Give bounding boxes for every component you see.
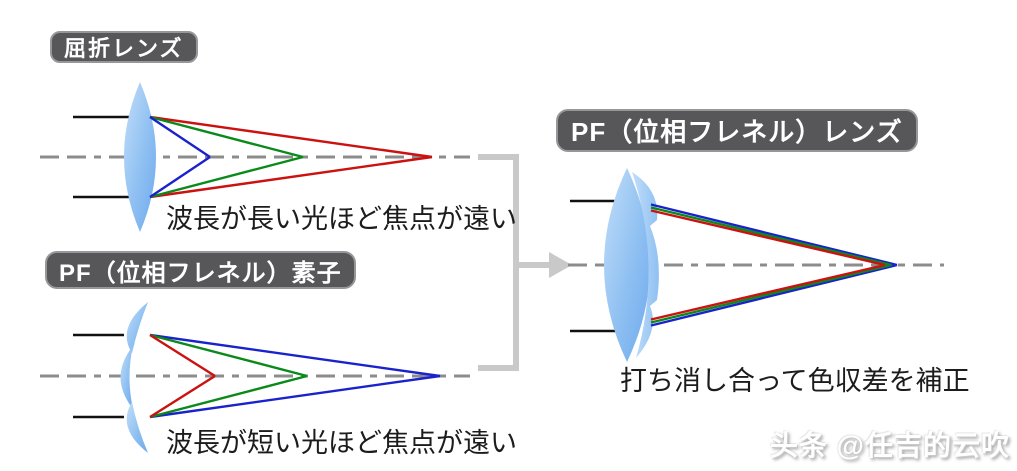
red-focus-rays (149, 115, 433, 199)
blue-corrected-rays (650, 203, 898, 327)
red-corrected-rays (650, 209, 886, 321)
green-focus-rays (149, 115, 304, 199)
biconvex-lens-shape (124, 82, 156, 232)
blue-focus-rays (149, 116, 211, 198)
fresnel-layer-shape (632, 172, 659, 358)
blue-focus-rays (149, 333, 441, 419)
badge-pf-element: PF（位相フレネル）素子 (45, 251, 356, 289)
pf-lens-diagram (568, 168, 944, 362)
refractive-lens-diagram (40, 82, 470, 232)
green-focus-rays (149, 333, 308, 419)
watermark: 头条 @任吉的云吹 (769, 430, 1010, 461)
badge-refractive-lens: 屈折レンズ (50, 31, 198, 63)
green-corrected-rays (650, 206, 892, 324)
caption-pf-element: 波長が短い光ほど焦点が遠い (166, 428, 517, 458)
merge-bracket (478, 154, 572, 371)
caption-refractive-lens: 波長が長い光ほど焦点が遠い (166, 204, 517, 234)
caption-pf-lens: 打ち消し合って色収差を補正 (620, 366, 970, 396)
red-focus-rays (149, 333, 216, 419)
fresnel-element-shape (120, 302, 148, 453)
bracket-line (478, 154, 519, 371)
biconvex-lens-shape (604, 168, 650, 362)
pf-element-diagram (40, 302, 470, 453)
arrowhead-icon (549, 252, 572, 278)
badge-pf-lens: PF（位相フレネル）レンズ (556, 109, 918, 152)
